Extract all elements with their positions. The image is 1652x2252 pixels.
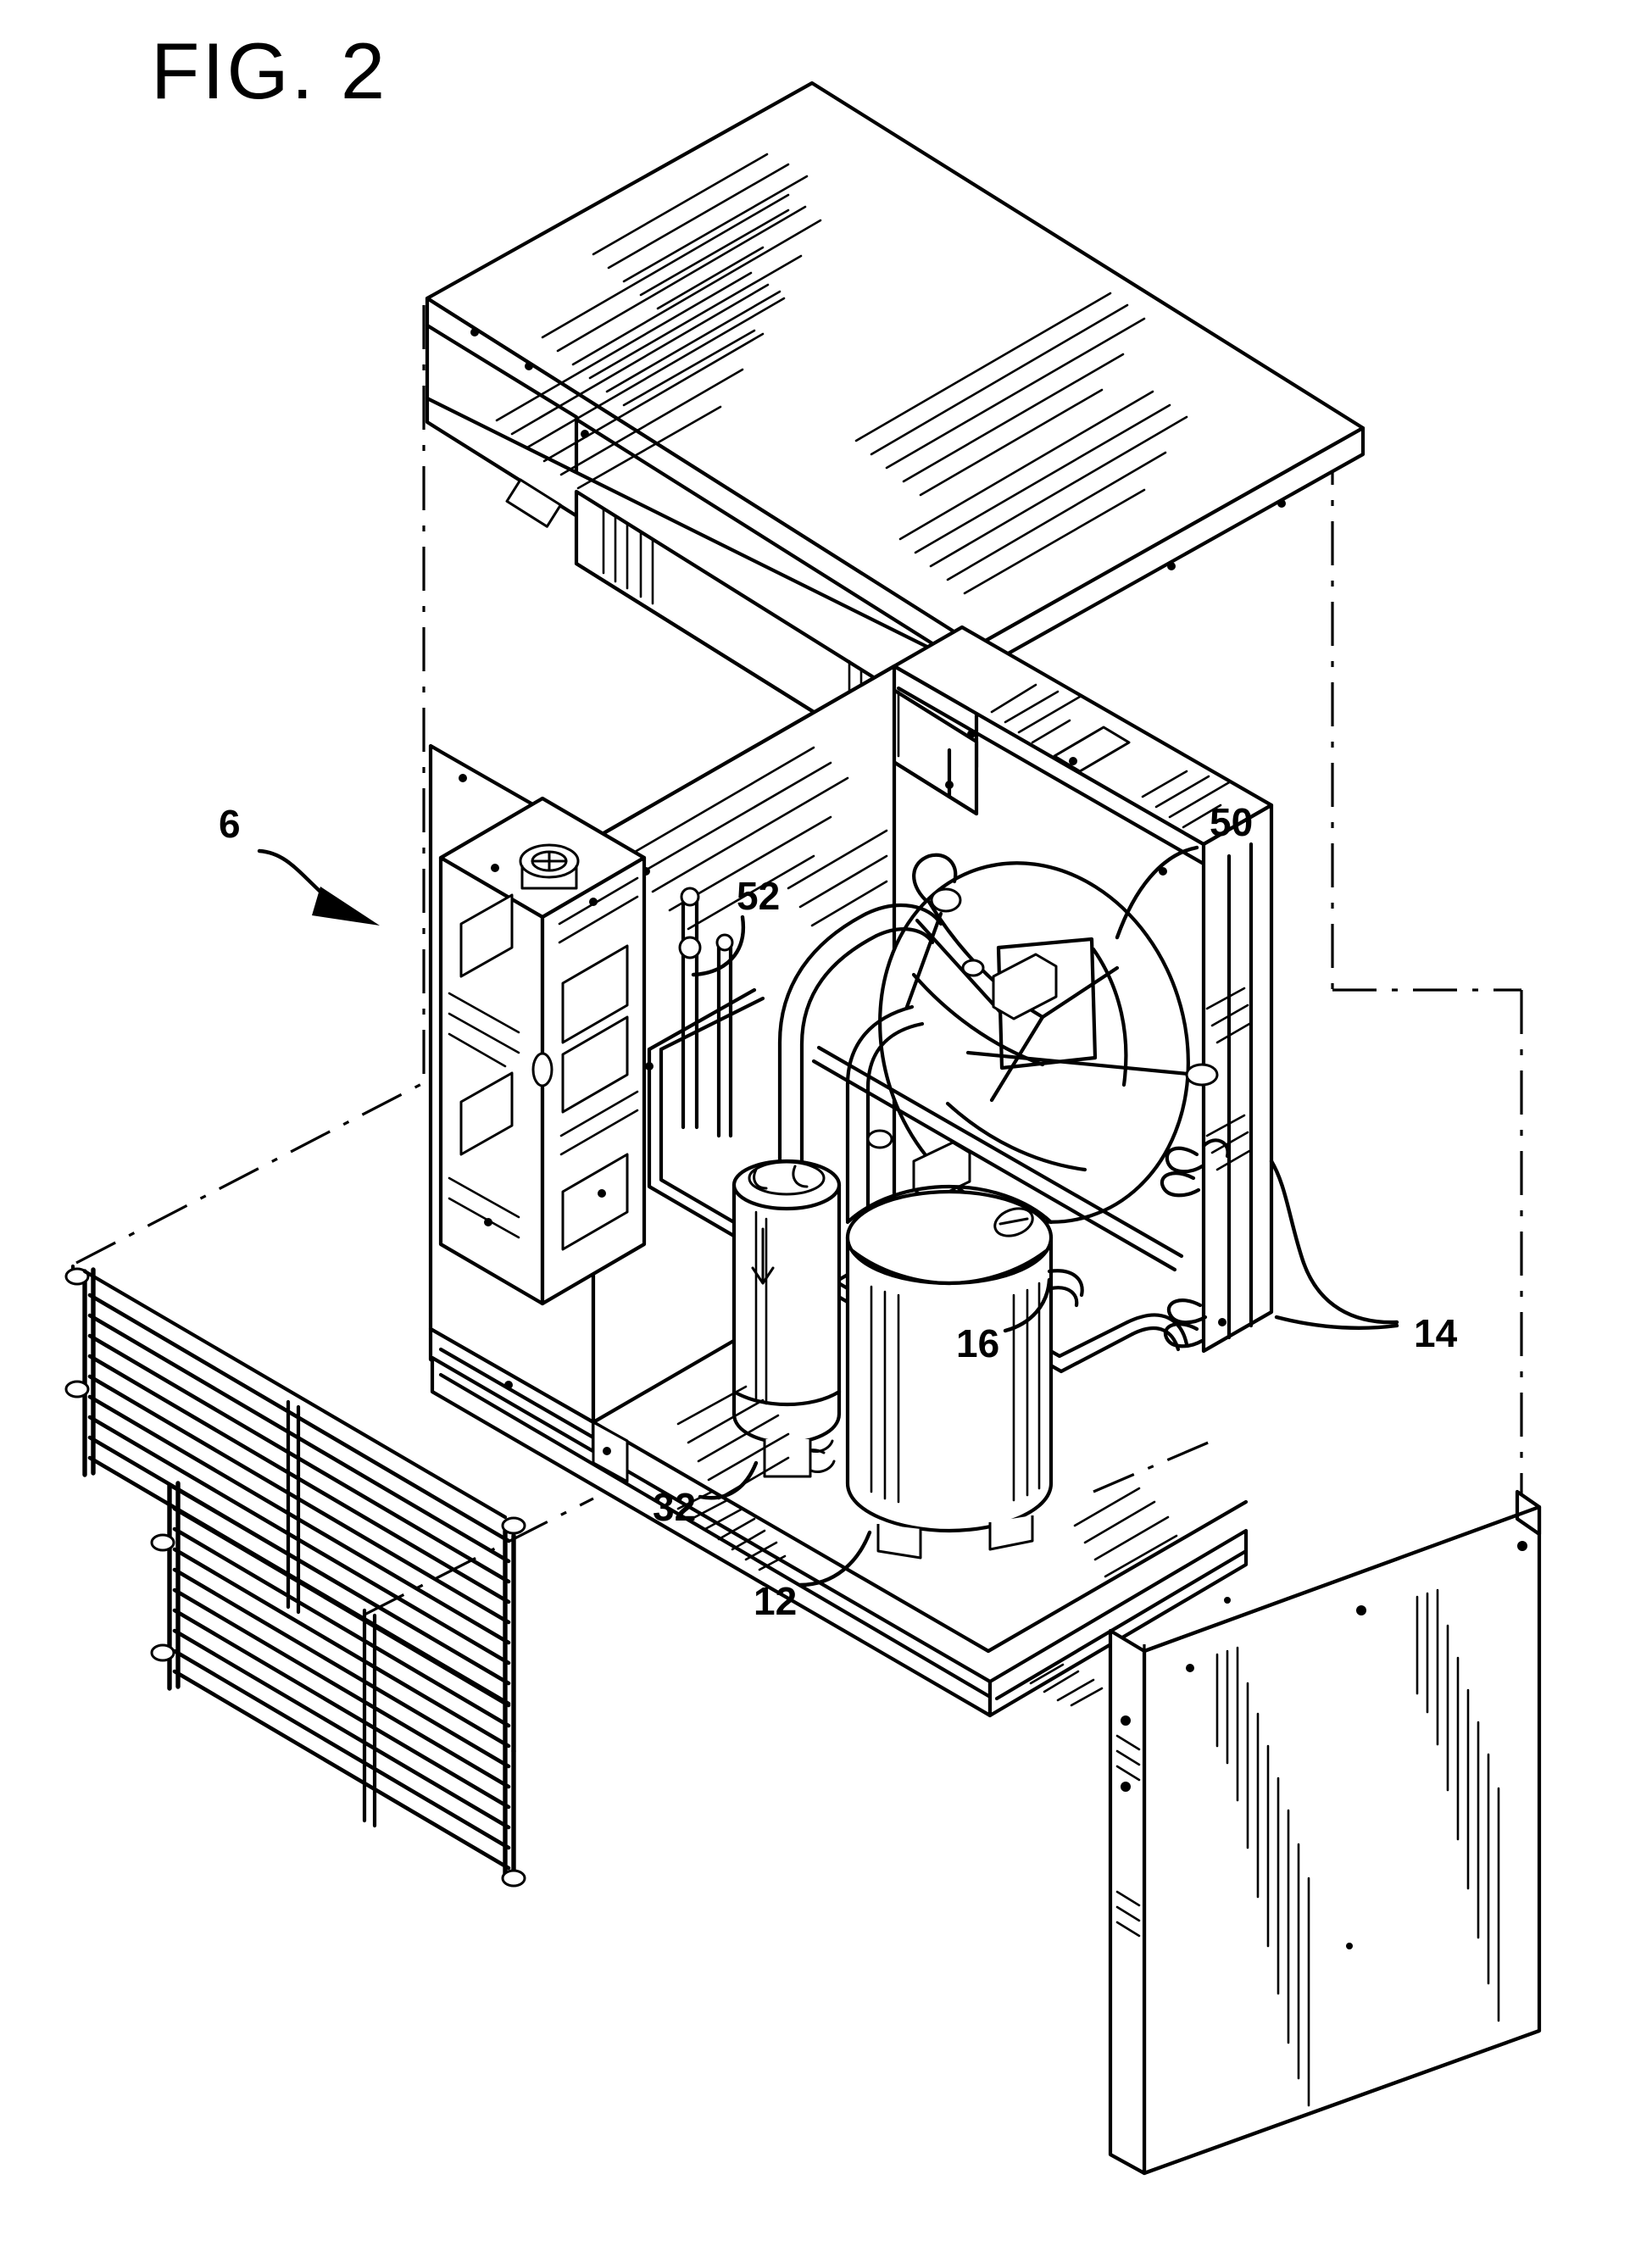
control-box-hatching	[448, 876, 639, 1239]
access-panel-hatching	[1215, 1588, 1500, 2107]
accumulator-shading	[754, 1210, 768, 1405]
reference-numeral-52: 52	[737, 874, 781, 918]
compressor-shading	[870, 1282, 1041, 1504]
base-rail-hatching	[676, 1490, 787, 1571]
coil-hook-lower	[1163, 1298, 1208, 1348]
reference-numeral-16: 16	[956, 1321, 1000, 1365]
reference-numeral-32: 32	[653, 1485, 697, 1529]
base-pan[interactable]	[430, 1355, 1249, 1718]
top-cover-hatching	[495, 153, 1188, 595]
access-panel[interactable]	[1108, 1489, 1542, 2176]
coil-hook-upper	[1160, 1138, 1230, 1198]
reference-numeral-12: 12	[754, 1579, 798, 1623]
base-rail-right-hatching	[1029, 1663, 1104, 1707]
reference-numeral-6: 6	[219, 802, 241, 846]
leader-lines	[257, 845, 1399, 1588]
reference-numeral-50: 50	[1210, 800, 1254, 844]
condenser-coil-tubes-lower	[172, 1506, 511, 1871]
condenser-coil[interactable]	[64, 1264, 526, 1888]
compressor[interactable]	[845, 1184, 1084, 1560]
cabinet-back-wall-hatching	[629, 746, 888, 931]
accumulator	[731, 1159, 842, 1478]
cabinet-rail-hatching	[990, 683, 1232, 829]
figure-title: FIG. 2	[151, 26, 388, 115]
control-box[interactable]	[438, 796, 647, 1306]
reference-numeral-14: 14	[1414, 1311, 1458, 1355]
base-floor-hatching	[676, 1385, 1178, 1578]
corner-post-hatching	[1205, 987, 1251, 1171]
access-panel-flange-hatching	[1115, 1734, 1141, 1938]
